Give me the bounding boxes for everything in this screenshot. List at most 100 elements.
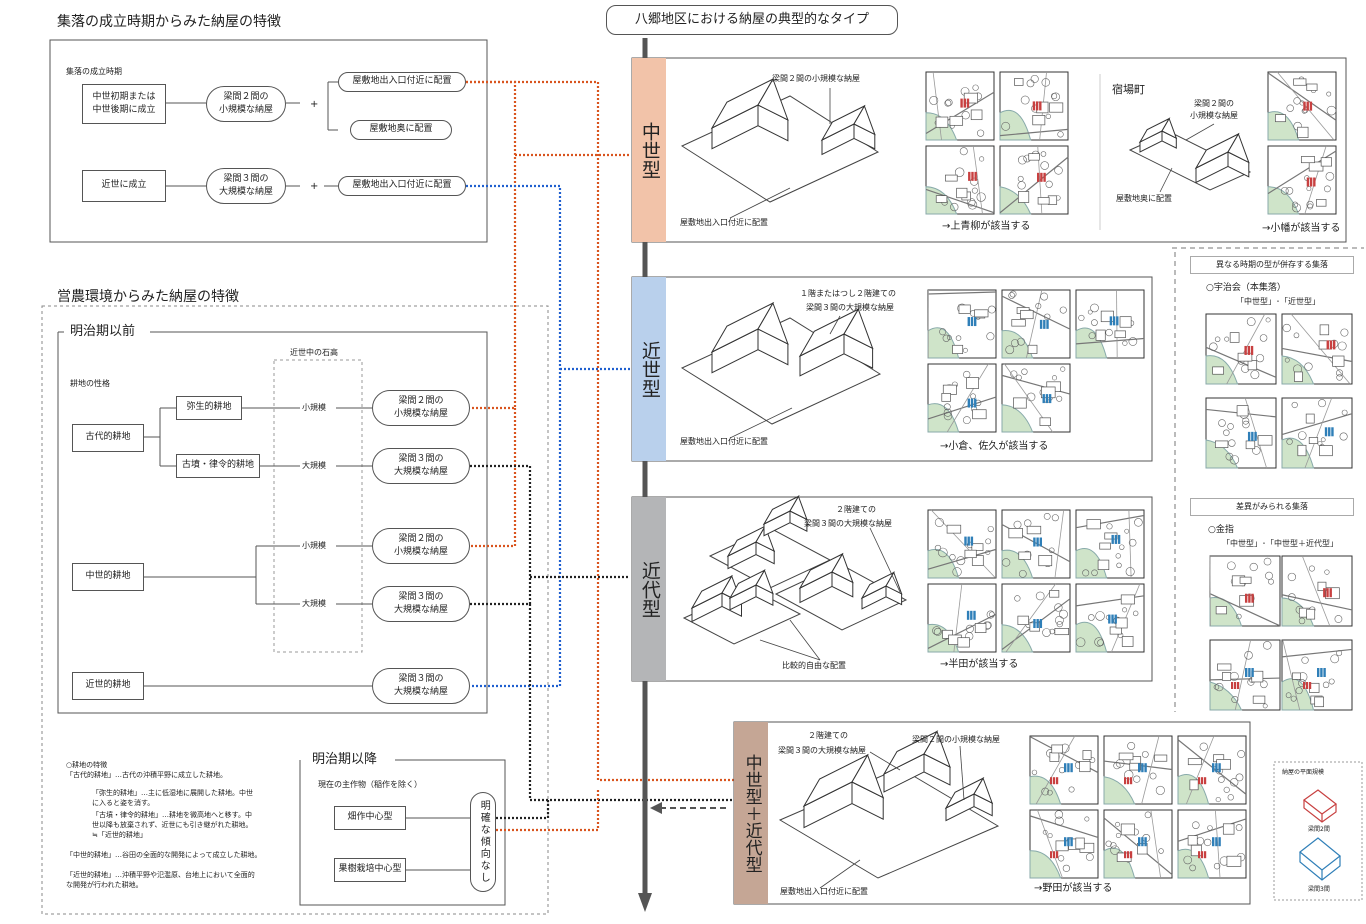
kindai-barn-a [762,495,808,537]
mixed-house-main [802,753,885,829]
dark-path-4 [496,800,550,820]
notes-title: ○耕地の特徴 [66,761,108,769]
chusei-map-3 [925,145,995,215]
land-label: 耕地の性格 [70,379,110,388]
blue-path-1 [466,184,562,688]
mixed-note-large: 梁間３間の大規模な納屋 [778,746,866,755]
juku-barn: 梁間２間の 小規模な納屋 [1190,99,1238,120]
kindai-barn-c [860,571,903,610]
kindai-map-3 [1075,509,1145,579]
land-early-modern: 近世的耕地 [72,672,144,700]
meiji-after-title: 明治期以降 [306,753,384,766]
kindai-note-1: ２階建ての [836,505,876,514]
notes-early-modern-1: 「近世的耕地」…沖積平野や氾濫原、台地上において全面的 [66,871,255,879]
mixed-barn-large [882,730,951,793]
band-kinsei: 近世型 [632,277,666,461]
period-label: 集落の成立時期 [66,67,122,76]
land-medieval: 中世的耕地 [72,563,144,591]
farming-barn-5: 梁間３間の 大規模な納屋 [372,668,470,704]
kindai-applies: →半田が該当する [940,659,1019,670]
notes-ancient: 「古代的耕地」…古代の沖積平野に成立した耕地。 [66,771,227,779]
kanezashi-types: 「中世型」･「中世型＋近代型」 [1222,539,1338,548]
kinsei-placement: 屋敷地出入口付近に配置 [680,437,768,446]
mixed-note-two: ２階建ての [808,731,848,740]
mixed-applies: →野田が該当する [1034,883,1113,894]
orange-path-5 [496,790,600,832]
meiji-after-frame [299,759,506,906]
ujikai-map-1 [1205,313,1277,385]
kindai-map-2 [1001,509,1071,579]
chusei-house-main [710,77,789,150]
chusei-applies: →上青柳が該当する [942,221,1031,232]
period-early-box: 中世初期または 中世後期に成立 [82,84,166,124]
meiji-before-frame [57,331,488,714]
plus-2: + [310,181,319,192]
kokudaka-large-1: 大規模 [302,461,326,470]
kinsei-note-1: １階またはつし２階建ての [800,289,896,298]
mixed-map-4 [1029,809,1099,879]
notes-yayoi-1: 「弥生的耕地」…主に低湿地に展開した耕地。中世 [92,789,253,797]
farming-barn-3: 梁間２間の 小規模な納屋 [372,528,470,564]
juku-map-1 [1267,71,1337,141]
kanezashi-map-2 [1281,555,1353,627]
chusei-barn-note: 梁間２間の小規模な納屋 [772,74,860,83]
farming-barn-4: 梁間３間の 大規模な納屋 [372,586,470,622]
kinsei-map-1 [927,289,997,359]
juku-place: 屋敷地奥に配置 [1116,194,1172,203]
kokudaka-small-1: 小規模 [302,403,326,412]
chusei-map-2 [999,71,1069,141]
notes-yayoi-2: に入ると姿を消す。 [92,799,155,807]
crop-field: 畑作中心型 [334,806,406,830]
band-chusei: 中世型 [632,58,666,242]
kindai-barn-b [728,569,774,611]
chusei-map-1 [925,71,995,141]
legend-icon-two [1302,789,1338,823]
kindai-house-a [726,525,776,570]
farming-frame [41,305,549,915]
left-arrowhead [650,802,662,814]
juku-applies: →小幡が該当する [1262,223,1341,234]
ujikai-map-3 [1205,397,1277,469]
notes-kofun-2: 世以降も放棄されず、近世にも引き継がれた耕地。 [92,821,253,829]
dark-path-3 [528,604,740,802]
settlement-back: 屋敷地奥に配置 [350,120,452,140]
notes-kofun-1: 「古墳・律令的耕地」…耕地を微高地へと移す。中 [92,811,252,819]
kinsei-applies: →小倉、佐久が該当する [940,441,1049,452]
plus-1: + [310,99,319,110]
kokudaka-small-2: 小規模 [302,541,326,550]
kanezashi-label: ○金指 [1208,525,1234,535]
mixed-barn-small [944,777,994,822]
coexist-title: 異なる時期の型が併存する集落 [1190,256,1354,274]
juku-house-main [1194,132,1250,184]
settlement-title: 集落の成立時期からみた納屋の特徴 [57,14,281,30]
juku-map-2 [1267,145,1337,215]
ujikai-types: 「中世型」･「近世型」 [1236,297,1320,306]
mixed-map-5 [1103,809,1173,879]
kinsei-barn [798,308,874,377]
legend-title: 納屋の平面規模 [1282,769,1325,776]
land-yayoi: 弥生的耕地 [176,396,242,420]
mixed-placement: 屋敷地出入口付近に配置 [780,887,868,896]
mixed-map-3 [1177,735,1247,805]
mixed-map-2 [1103,735,1173,805]
diff-title: 差異がみられる集落 [1190,498,1354,516]
no-trend-box: 明確な傾向なし [470,792,496,892]
kinsei-note-2: 梁間３間の大規模な納屋 [806,303,894,312]
kindai-house-c [798,552,854,604]
kindai-map-6 [1075,583,1145,653]
legend-three: 梁間3間 [1308,886,1330,893]
juku-house-small [1138,117,1178,153]
meiji-before-title: 明治期以前 [64,325,142,338]
chusei-barn [820,104,876,156]
band-mixed: 中世型＋近代型 [734,722,768,904]
kokudaka-large-2: 大規模 [302,599,326,608]
notes-early-modern-2: な開発が行われた耕地。 [66,881,143,889]
settlement-frame [49,39,488,243]
orange-path-4 [466,80,740,782]
chusei-placement: 屋敷地出入口付近に配置 [680,218,768,227]
mixed-map-6 [1177,809,1247,879]
orange-path-3 [470,408,517,548]
kinsei-map-2 [1001,289,1071,359]
band-kindai: 近代型 [632,497,666,681]
